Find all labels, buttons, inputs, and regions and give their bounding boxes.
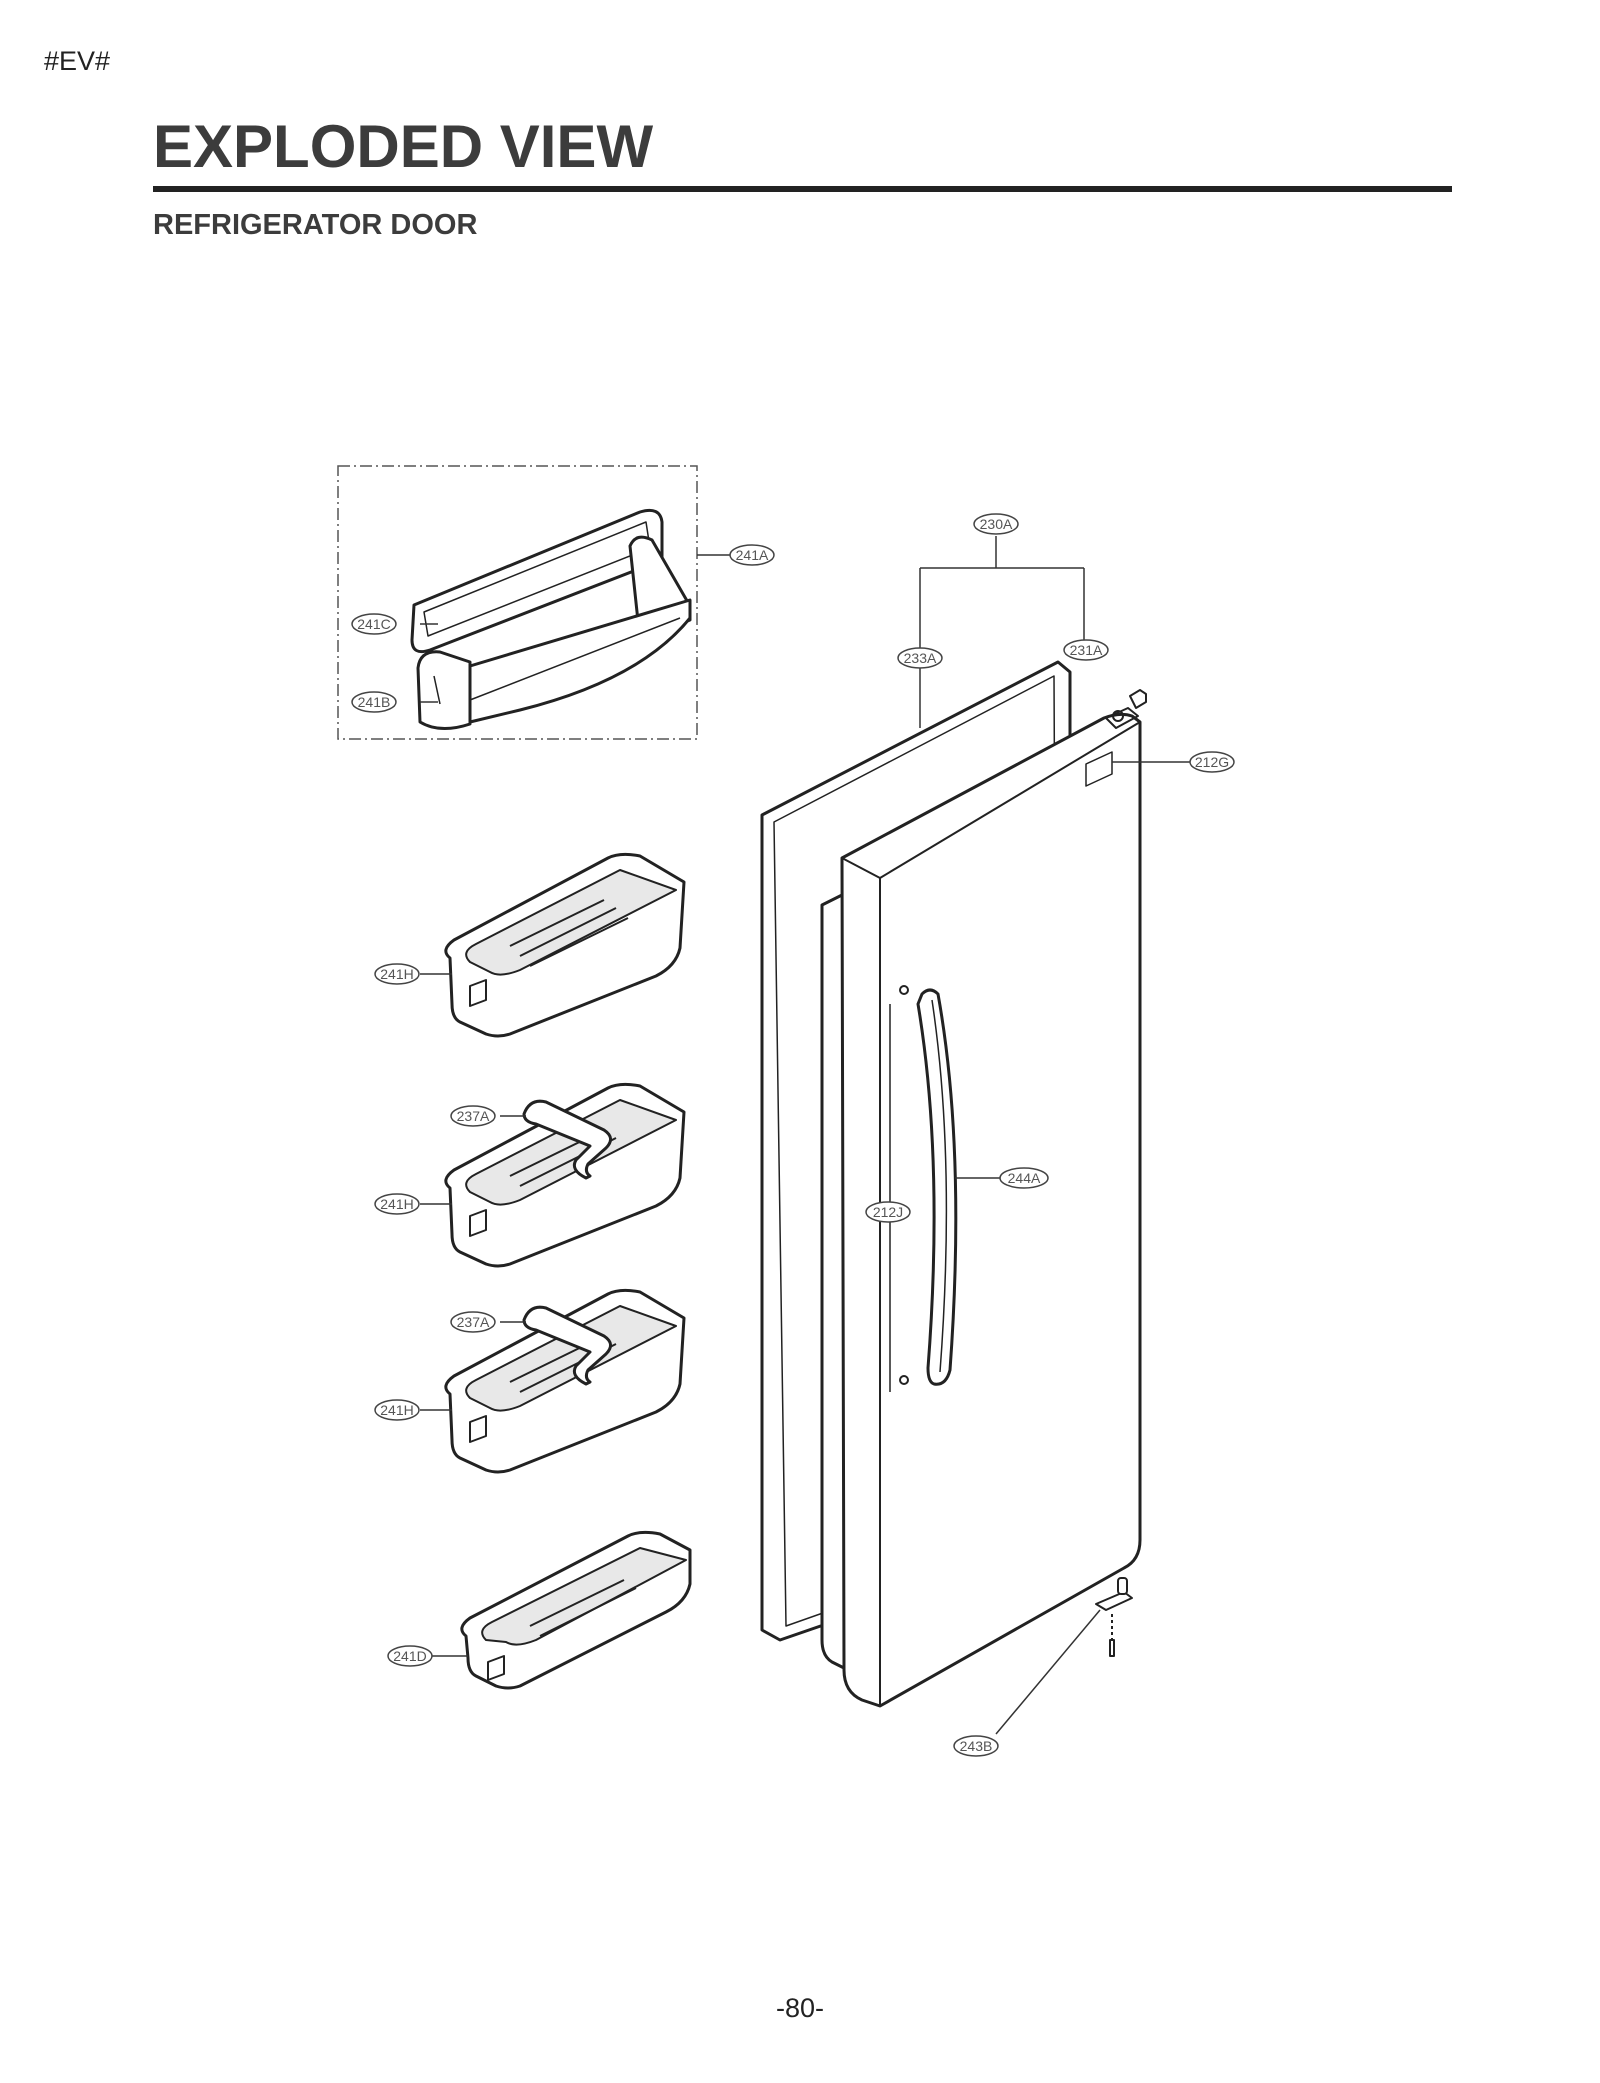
page-title: EXPLODED VIEW (153, 113, 654, 180)
door-bin-241D (460, 1530, 692, 1690)
bin-divider-237A-1 (522, 1099, 612, 1180)
page-number: -80- (775, 1993, 824, 2023)
svg-text:241H: 241H (380, 1196, 413, 1212)
svg-text:231A: 231A (1070, 642, 1103, 658)
top-bin-241A (410, 508, 692, 730)
svg-text:233A: 233A (904, 650, 937, 666)
callout-237A-1: 237A (450, 1105, 496, 1127)
svg-text:241D: 241D (393, 1648, 426, 1664)
svg-text:241A: 241A (736, 547, 769, 563)
svg-text:237A: 237A (457, 1108, 490, 1124)
door-handle-244A (916, 988, 958, 1386)
callout-243B: 243B (953, 1735, 999, 1757)
bottom-hinge-243B (1095, 1577, 1133, 1657)
callout-241C: 241C (351, 613, 397, 635)
assembly-group-box (337, 465, 698, 740)
callout-237A-2: 237A (450, 1311, 496, 1333)
door-bin-241H-2 (444, 1082, 686, 1268)
bin-divider-237A-2 (522, 1305, 612, 1386)
callout-212J: 212J (865, 1201, 911, 1223)
callout-233A: 233A (897, 647, 943, 669)
refrigerator-door-212J (840, 689, 1147, 1708)
svg-text:244A: 244A (1008, 1170, 1041, 1186)
callout-241A: 241A (729, 544, 775, 566)
callout-241B: 241B (351, 691, 397, 713)
callout-231A: 231A (1063, 639, 1109, 661)
document-code: #EV# (44, 46, 111, 76)
title-rule (153, 186, 1452, 192)
svg-text:241B: 241B (358, 694, 391, 710)
svg-text:243B: 243B (960, 1738, 993, 1754)
callout-244A: 244A (999, 1167, 1049, 1189)
callout-241H-2: 241H (374, 1193, 420, 1215)
svg-text:230A: 230A (980, 516, 1013, 532)
svg-text:241H: 241H (380, 966, 413, 982)
door-bin-241H-1 (444, 852, 686, 1038)
callout-241H-3: 241H (374, 1399, 420, 1421)
callout-212G: 212G (1189, 751, 1235, 773)
svg-text:237A: 237A (457, 1314, 490, 1330)
svg-text:241H: 241H (380, 1402, 413, 1418)
callout-230A: 230A (973, 513, 1019, 535)
door-bin-241H-3 (444, 1288, 686, 1474)
svg-text:241C: 241C (357, 616, 390, 632)
svg-text:212G: 212G (1195, 754, 1229, 770)
callout-241D: 241D (387, 1645, 433, 1667)
section-title: REFRIGERATOR DOOR (153, 209, 478, 241)
svg-text:212J: 212J (873, 1204, 903, 1220)
callout-241H-1: 241H (374, 963, 420, 985)
